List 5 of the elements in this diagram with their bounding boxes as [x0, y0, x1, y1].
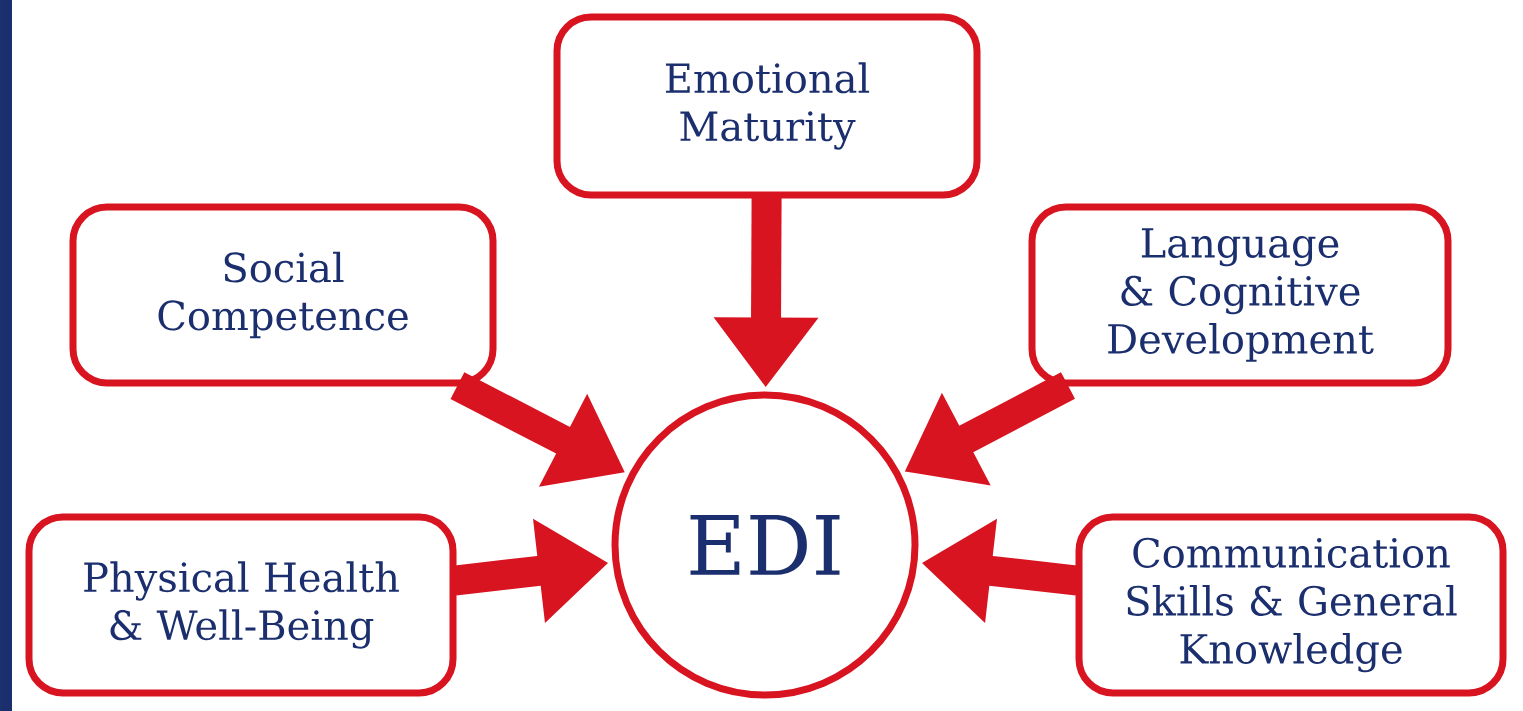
category-box: Language & Cognitive Development [1028, 203, 1452, 387]
category-box: Physical Health & Well-Being [25, 513, 457, 697]
category-box: Emotional Maturity [553, 13, 981, 199]
category-box: Communication Skills & General Knowledge [1075, 513, 1507, 697]
category-box: Social Competence [69, 203, 497, 387]
